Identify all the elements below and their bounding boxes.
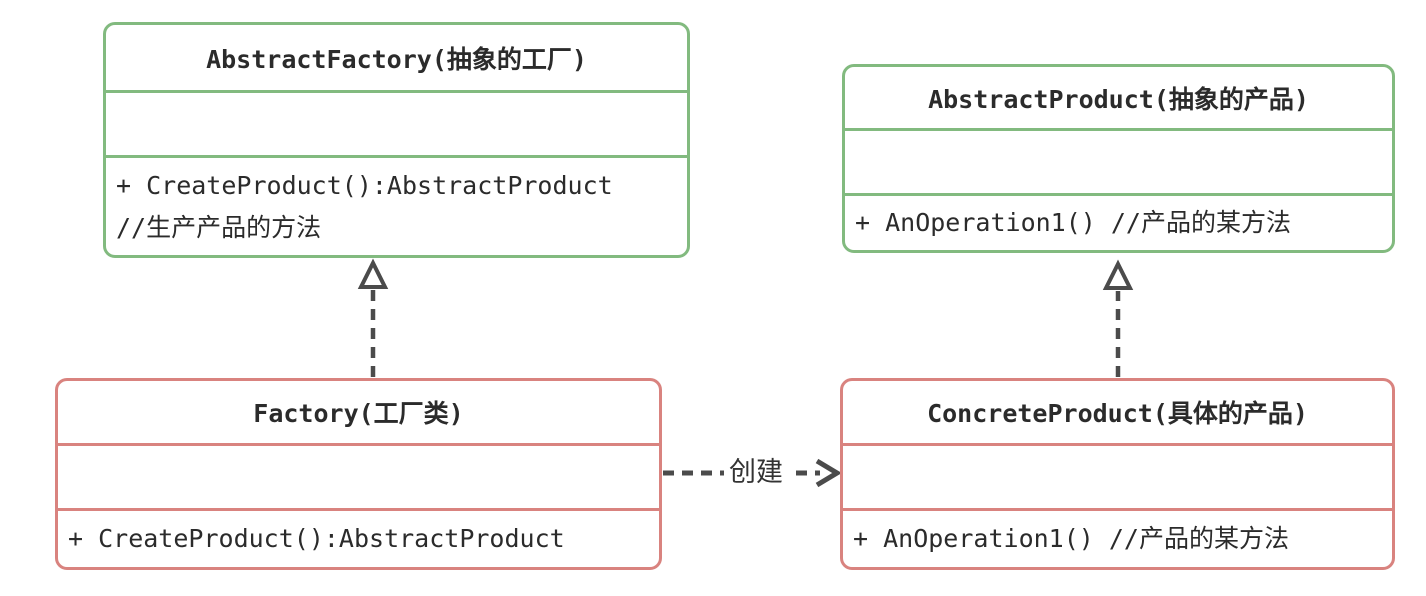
class-title: AbstractFactory(抽象的工厂)	[206, 44, 587, 74]
method-text: + AnOperation1() //产品的某方法	[853, 524, 1289, 553]
class-title: AbstractProduct(抽象的产品)	[928, 84, 1309, 114]
attributes-compartment	[845, 128, 1392, 193]
class-box-abstract-factory: AbstractFactory(抽象的工厂) + CreateProduct()…	[103, 22, 690, 258]
dependency-label: 创建	[724, 456, 788, 490]
method-text: + CreateProduct():AbstractProduct	[116, 170, 613, 200]
method-text: + AnOperation1() //产品的某方法	[855, 208, 1291, 237]
methods-compartment: + AnOperation1() //产品的某方法	[845, 193, 1392, 250]
class-box-concrete-product: ConcreteProduct(具体的产品) + AnOperation1() …	[840, 378, 1395, 570]
hollow-triangle-arrowhead	[1102, 259, 1134, 290]
class-box-factory: Factory(工厂类) + CreateProduct():AbstractP…	[55, 378, 662, 570]
method-text: + CreateProduct():AbstractProduct	[68, 524, 565, 553]
class-title: ConcreteProduct(具体的产品)	[927, 399, 1308, 428]
methods-compartment: + CreateProduct():AbstractProduct //生产产品…	[106, 155, 687, 255]
method-comment-text: //生产产品的方法	[116, 212, 322, 242]
attributes-compartment	[106, 90, 687, 155]
hollow-triangle-arrowhead	[357, 258, 389, 289]
open-arrowhead	[815, 458, 842, 488]
class-box-abstract-product: AbstractProduct(抽象的产品) + AnOperation1() …	[842, 64, 1395, 253]
realization-arrow-factory-to-abstractfactory	[357, 258, 389, 377]
class-title: Factory(工厂类)	[253, 399, 464, 428]
attributes-compartment	[843, 443, 1392, 508]
attributes-compartment	[58, 443, 659, 508]
realization-arrow-concreteproduct-to-abstractproduct	[1102, 259, 1134, 377]
methods-compartment: + AnOperation1() //产品的某方法	[843, 508, 1392, 567]
methods-compartment: + CreateProduct():AbstractProduct	[58, 508, 659, 567]
